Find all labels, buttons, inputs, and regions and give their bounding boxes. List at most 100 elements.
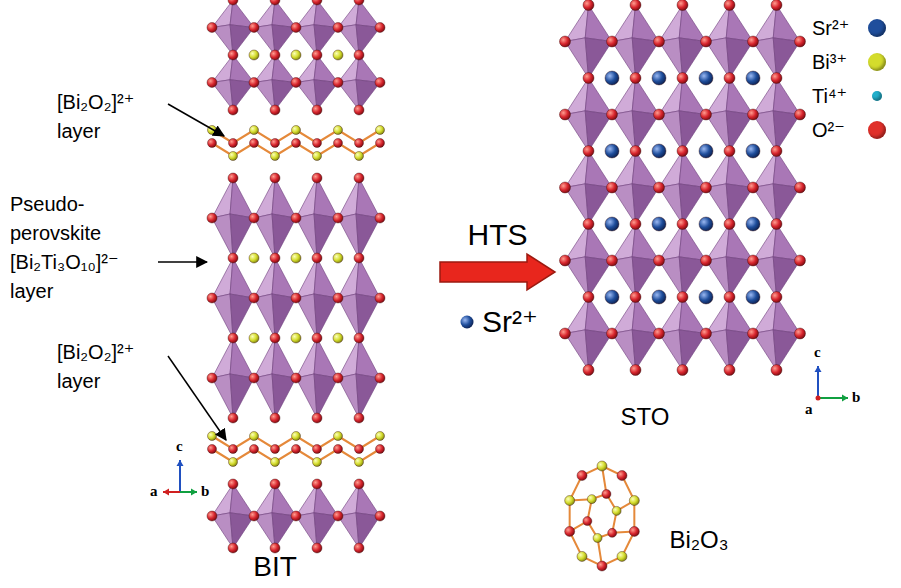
strontium-atom (605, 290, 619, 304)
oxygen-atom (207, 23, 217, 33)
legend-swatch (872, 91, 882, 101)
oxygen-atom (333, 23, 343, 33)
oxygen-atom (748, 255, 759, 266)
oxygen-atom (701, 182, 712, 193)
structure-label: Bi₂O₃ (669, 527, 728, 553)
bi2o3-bond (570, 466, 635, 566)
structure-bit: BIT (200, 0, 440, 588)
oxygen-atom (250, 445, 259, 454)
oxygen-atom (748, 328, 759, 339)
octahedron-face (565, 297, 589, 334)
bismuth-atom (229, 458, 238, 467)
octahedron-face (314, 338, 338, 378)
octahedron-face (356, 338, 380, 378)
bismuth-atom (229, 152, 238, 161)
oxygen-atom (334, 445, 343, 454)
oxygen-atom (630, 146, 641, 157)
octahedron-face (254, 484, 275, 516)
oxygen-atom (771, 73, 782, 84)
legend-text: Bi³⁺ (812, 50, 864, 74)
oxygen-atom (583, 0, 594, 11)
oxygen-atom (630, 292, 641, 303)
oxygen-atom (724, 292, 735, 303)
bismuth-atom (376, 432, 385, 441)
oxygen-atom (312, 413, 322, 423)
oxygen-atom (560, 255, 571, 266)
oxygen-atom (291, 373, 301, 383)
oxygen-atom (375, 23, 385, 33)
bismuth-atom (577, 551, 587, 561)
axis-arrowhead (815, 366, 822, 372)
oxygen-atom (354, 105, 364, 115)
oxygen-atom (291, 23, 301, 33)
bismuth-atom (334, 126, 343, 135)
oxygen-atom (271, 445, 280, 454)
structure-bi2o3: Bi₂O₃ (560, 455, 750, 580)
octahedron-face (356, 258, 380, 298)
oxygen-atom (724, 219, 735, 230)
annotations (158, 104, 848, 496)
octahedron-face (753, 5, 777, 42)
bismuth-atom (291, 253, 301, 263)
octahedron-face (338, 338, 359, 378)
oxygen-atom (270, 413, 280, 423)
octahedron-face (565, 224, 589, 261)
bi2o3-bond (587, 494, 616, 538)
oxygen-atom (677, 365, 688, 376)
oxygen-atom (291, 511, 301, 521)
oxygen-atom (795, 328, 806, 339)
octahedron-face (659, 5, 683, 42)
oxygen-atom (207, 511, 217, 521)
strontium-atom (605, 144, 619, 158)
oxygen-atom (270, 50, 280, 60)
oxygen-atom (701, 109, 712, 120)
oxygen-atom (333, 511, 343, 521)
bismuth-atom (355, 152, 364, 161)
oxygen-atom (630, 0, 641, 11)
oxygen-atom (207, 293, 217, 303)
octahedron-face (338, 484, 359, 516)
axis-label: b (201, 483, 209, 500)
oxygen-atom (229, 139, 238, 148)
oxygen-atom (677, 219, 688, 230)
oxygen-atom (228, 543, 238, 553)
bismuth-atom (355, 458, 364, 467)
oxygen-atom (208, 445, 217, 454)
oxygen-atom (583, 292, 594, 303)
octahedron-face (565, 5, 589, 42)
oxygen-atom (607, 182, 618, 193)
oxygen-atom (270, 173, 280, 183)
oxygen-atom (312, 173, 322, 183)
octahedron-face (254, 338, 275, 378)
bismuth-atom (249, 253, 259, 263)
oxygen-atom (654, 255, 665, 266)
octahedron-face (230, 258, 254, 298)
bismuth-atom (250, 432, 259, 441)
oxygen-atom (771, 146, 782, 157)
oxygen-atom (771, 292, 782, 303)
octahedron-face (612, 5, 636, 42)
oxygen-atom (583, 219, 594, 230)
bismuth-atom (617, 551, 627, 561)
oxygen-atom (701, 328, 712, 339)
oxygen-atom (577, 471, 587, 481)
layer-label: [Bi₂O₂]²⁺ layer (57, 338, 167, 396)
oxygen-atom (292, 445, 301, 454)
bismuth-atom (271, 458, 280, 467)
oxygen-atom (312, 105, 322, 115)
octahedron-face (230, 178, 254, 218)
leader-arrow (158, 261, 207, 263)
octahedron-face (296, 178, 317, 218)
structure-label: BIT (253, 552, 297, 583)
octahedron-face (272, 178, 296, 218)
oxygen-atom (771, 0, 782, 11)
strontium-atom (699, 290, 713, 304)
octahedron-face (338, 258, 359, 298)
strontium-atom (652, 71, 666, 85)
strontium-atom (746, 290, 760, 304)
octahedron-face (230, 338, 254, 378)
oxygen-atom (312, 0, 322, 5)
oxygen-atom (270, 0, 280, 5)
bismuth-atom (291, 50, 301, 60)
oxygen-atom (312, 253, 322, 263)
